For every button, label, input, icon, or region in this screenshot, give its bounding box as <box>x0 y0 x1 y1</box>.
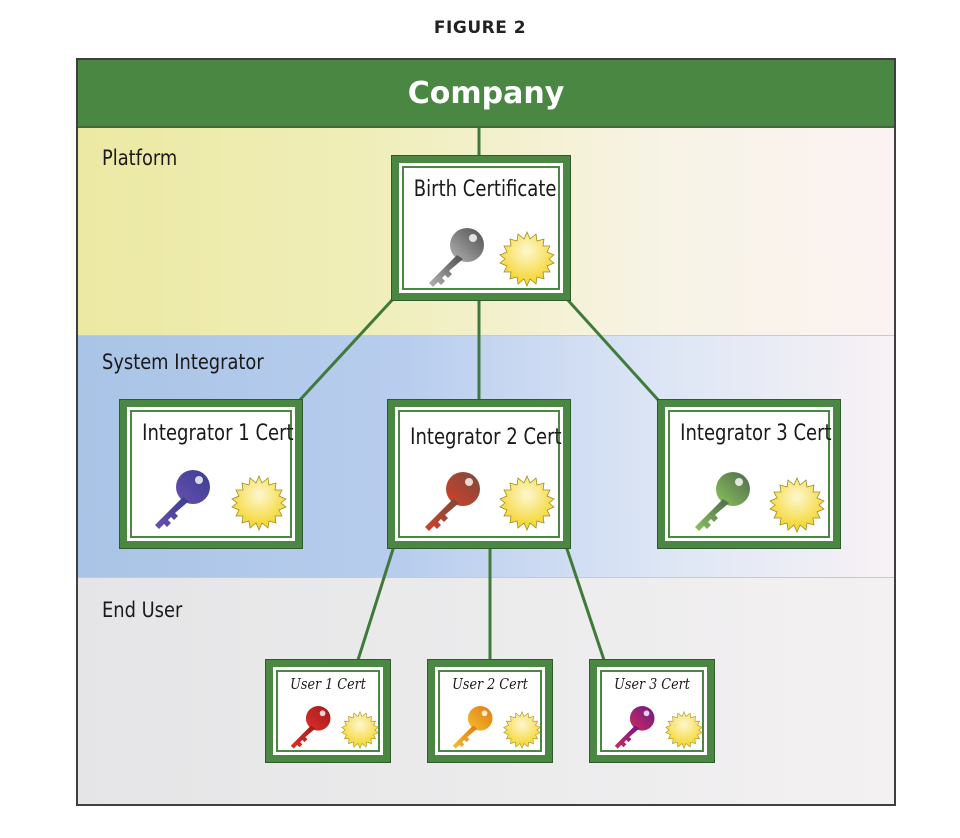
birth-certificate-card: Birth Certificate <box>392 156 570 300</box>
band-label-system-integrator: System Integrator <box>102 350 264 374</box>
user-2-cert-card: User 2 Cert <box>428 660 552 762</box>
connector-birth-integrator3 <box>564 296 662 404</box>
seal-icon <box>499 475 555 531</box>
key-icon <box>425 472 480 531</box>
key-icon <box>155 470 210 529</box>
user-3-cert-title: User 3 Cert <box>614 675 690 693</box>
company-header: Company <box>78 60 894 128</box>
key-icon <box>290 706 331 749</box>
seal-icon <box>231 475 287 531</box>
birth-certificate-title: Birth Certificate <box>413 177 557 202</box>
hierarchy-diagram: Platform System Integrator End User Comp… <box>76 58 896 806</box>
integrator-2-cert-title: Integrator 2 Cert <box>410 425 562 450</box>
connector-integrator2-user3 <box>564 545 606 661</box>
user-3-cert-card: User 3 Cert <box>590 660 714 762</box>
figure-label: FIGURE 2 <box>433 18 527 38</box>
integrator-2-cert-card: Integrator 2 Cert <box>388 400 570 548</box>
seal-icon <box>665 711 703 749</box>
band-label-end-user: End User <box>102 598 183 622</box>
key-icon <box>614 706 655 749</box>
integrator-3-cert-title: Integrator 3 Cert <box>680 421 832 446</box>
seal-icon <box>503 711 541 749</box>
key-icon <box>695 472 750 531</box>
connector-integrator2-user1 <box>356 545 396 661</box>
seal-icon <box>769 477 825 533</box>
key-icon <box>452 706 493 749</box>
integrator-1-cert-title: Integrator 1 Cert <box>142 421 294 446</box>
integrator-1-cert-card: Integrator 1 Cert <box>120 400 302 548</box>
integrator-3-cert-card: Integrator 3 Cert <box>658 400 840 548</box>
user-2-cert-title: User 2 Cert <box>452 675 528 693</box>
user-1-cert-title: User 1 Cert <box>290 675 366 693</box>
key-icon <box>429 228 484 287</box>
connector-lines <box>296 128 662 661</box>
seal-icon <box>499 231 555 287</box>
band-label-platform: Platform <box>102 146 178 170</box>
seal-icon <box>341 711 379 749</box>
connector-birth-integrator1 <box>296 296 396 404</box>
user-1-cert-card: User 1 Cert <box>266 660 390 762</box>
